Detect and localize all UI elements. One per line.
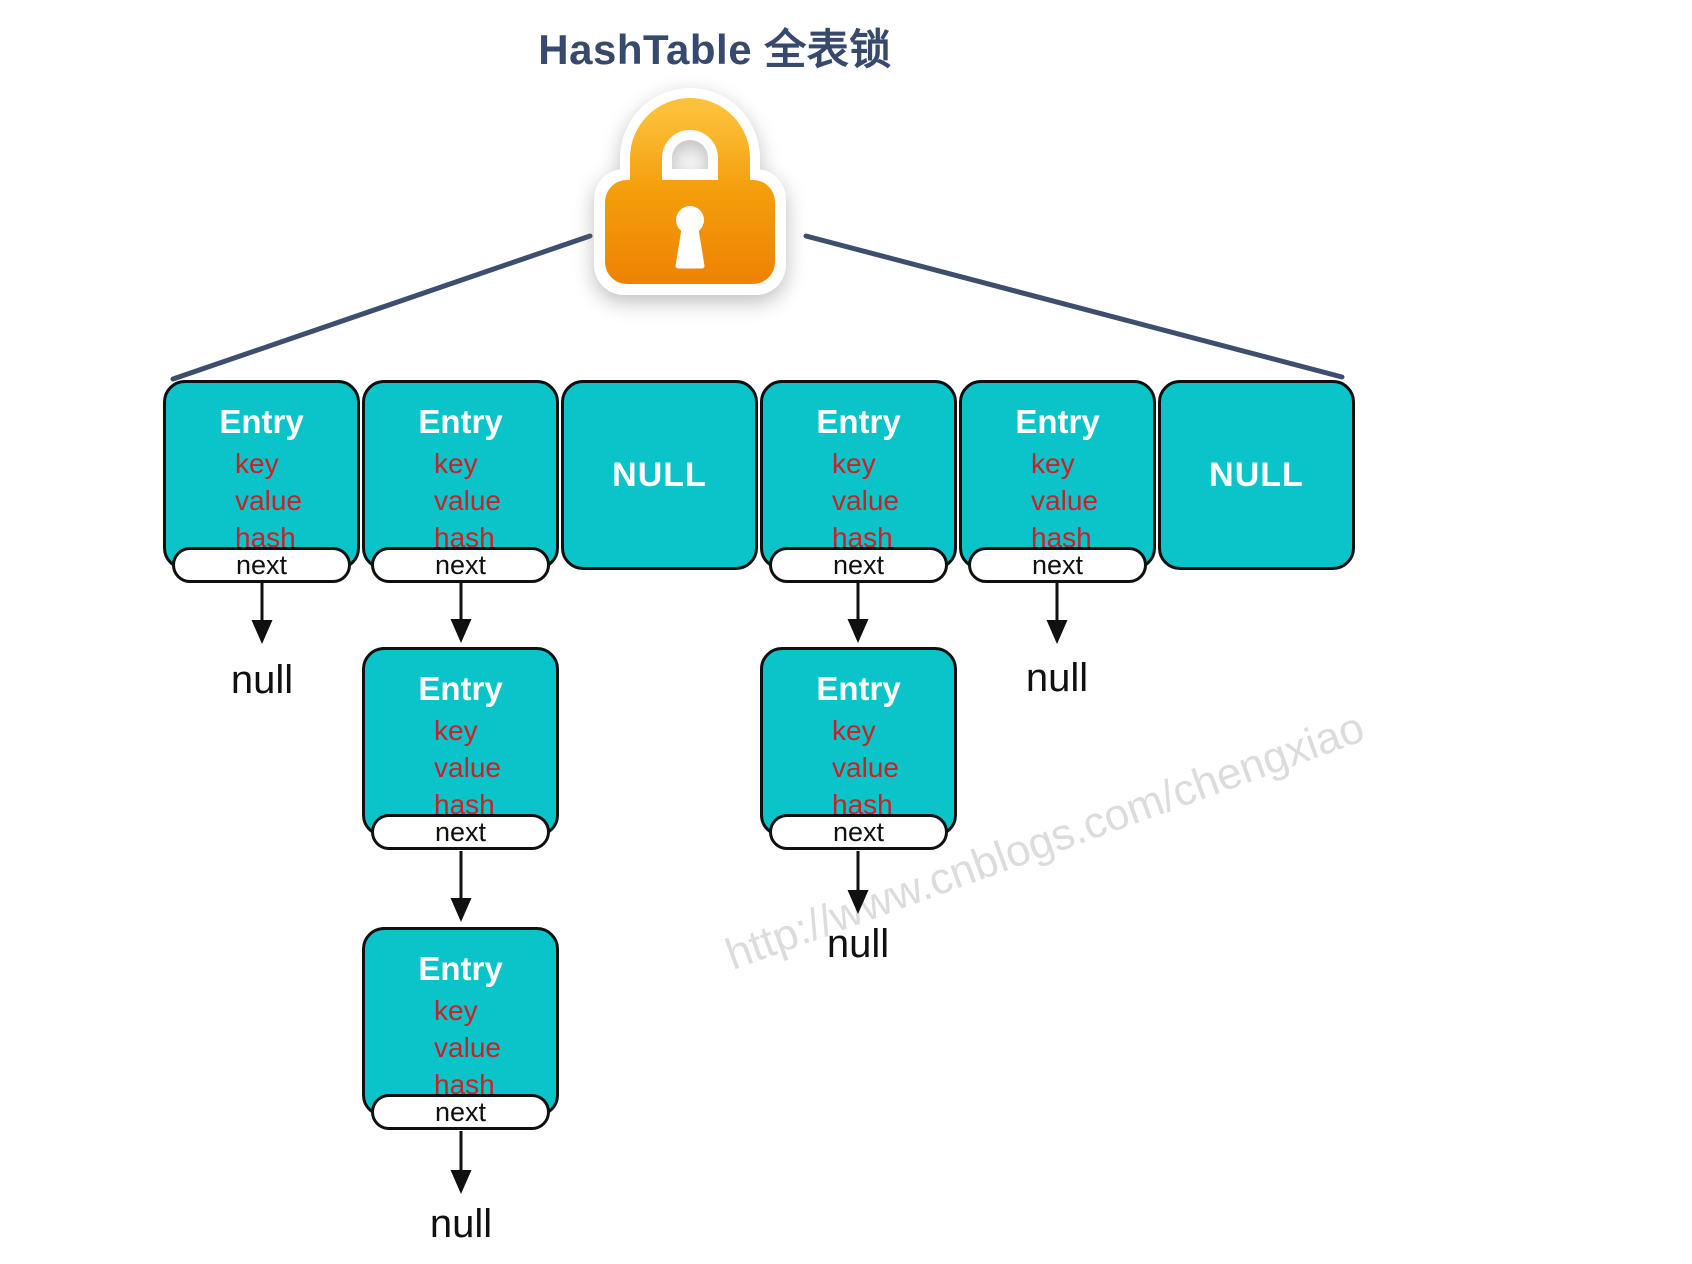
entry-field-key: key [434, 715, 478, 746]
lock-line-left [170, 233, 593, 382]
bucket-1-entry-box: Entry key value hash next [362, 380, 559, 583]
entry-fields: key value hash [365, 712, 556, 823]
entry-field-key: key [1031, 448, 1075, 479]
next-pointer: next [769, 547, 948, 583]
null-terminal-bucket1-chain: null [429, 1202, 493, 1246]
null-bucket-label: NULL [612, 455, 707, 494]
entry-title: Entry [418, 670, 503, 707]
entry-title: Entry [219, 403, 304, 440]
next-pointer: next [371, 814, 550, 850]
bucket-5-null-box: NULL [1158, 380, 1355, 570]
page-title: HashTable 全表锁 [538, 26, 892, 73]
next-pointer: next [371, 547, 550, 583]
next-pointer: next [769, 814, 948, 850]
next-pointer: next [172, 547, 351, 583]
entry-field-value: value [832, 752, 899, 783]
entry-field-value: value [832, 485, 899, 516]
chain-entry-box-bucket1-level3: Entry key value hash next [362, 927, 559, 1130]
next-pointer: next [371, 1094, 550, 1130]
null-bucket-label: NULL [1209, 455, 1304, 494]
chain-entry-box-bucket3-level2: Entry key value hash next [760, 647, 957, 850]
bucket-4-entry-box: Entry key value hash next [959, 380, 1156, 583]
next-pointer: next [968, 547, 1147, 583]
entry-fields: key value hash [763, 712, 954, 823]
entry-fields: key value hash [763, 445, 954, 556]
entry-field-key: key [434, 995, 478, 1026]
bucket-3-entry-box: Entry key value hash next [760, 380, 957, 583]
entry-title: Entry [816, 670, 901, 707]
entry-field-value: value [235, 485, 302, 516]
entry-field-key: key [235, 448, 279, 479]
null-terminal-bucket3-chain: null [826, 922, 890, 966]
entry-field-key: key [832, 448, 876, 479]
entry-field-key: key [832, 715, 876, 746]
entry-field-value: value [434, 1032, 501, 1063]
entry-title: Entry [1015, 403, 1100, 440]
entry-field-value: value [434, 752, 501, 783]
entry-title: Entry [418, 403, 503, 440]
entry-field-value: value [1031, 485, 1098, 516]
entry-fields: key value hash [962, 445, 1153, 556]
chain-entry-box-bucket1-level2: Entry key value hash next [362, 647, 559, 850]
bucket-0-entry-box: Entry key value hash next [163, 380, 360, 583]
null-terminal-bucket0: null [230, 658, 294, 702]
entry-fields: key value hash [166, 445, 357, 556]
entry-title: Entry [418, 950, 503, 987]
null-terminal-bucket4: null [1025, 656, 1089, 700]
entry-title: Entry [816, 403, 901, 440]
entry-fields: key value hash [365, 992, 556, 1103]
entry-fields: key value hash [365, 445, 556, 556]
padlock-icon [585, 82, 797, 300]
bucket-2-null-box: NULL [561, 380, 758, 570]
lock-line-right [803, 233, 1345, 380]
entry-field-key: key [434, 448, 478, 479]
entry-field-value: value [434, 485, 501, 516]
